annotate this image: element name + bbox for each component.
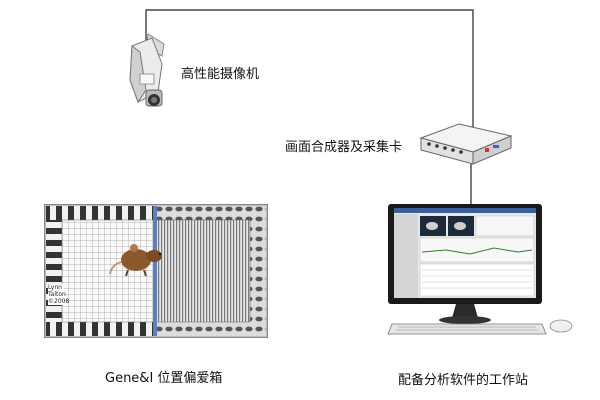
capture-card-label: 画面合成器及采集卡 (285, 140, 403, 155)
place-box-node: Lynn Talton ©2008 (44, 204, 268, 338)
camera-node (118, 30, 178, 114)
camera-icon (129, 33, 165, 107)
watermark-text: Lynn Talton ©2008 (48, 284, 70, 305)
workstation-label: 配备分析软件的工作站 (398, 373, 529, 388)
camera-label: 高性能摄像机 (181, 67, 260, 82)
camera-to-card-wire (145, 9, 474, 127)
capture-card-node (415, 118, 515, 170)
capture-card-icon (419, 123, 513, 165)
workstation-icon (387, 204, 573, 335)
place-preference-box (44, 204, 268, 338)
place-box-label: Gene&I 位置偏爱箱 (105, 371, 223, 386)
workstation-node (386, 204, 578, 338)
